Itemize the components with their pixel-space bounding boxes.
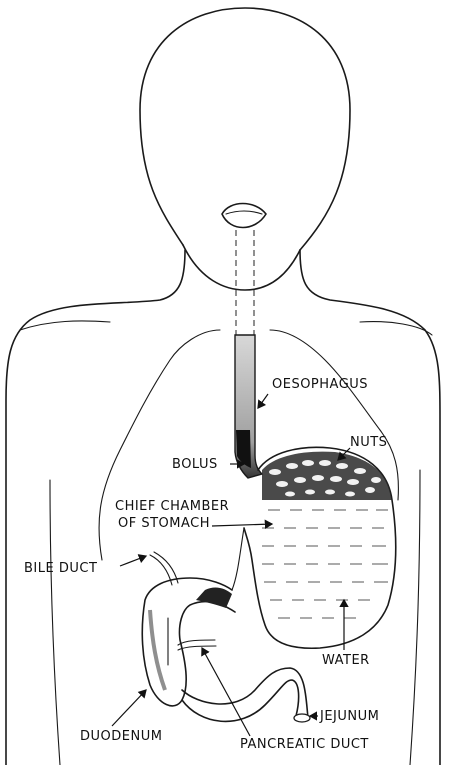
label-nuts: NUTS: [350, 435, 387, 450]
label-oesophagus: OESOPHAGUS: [272, 377, 368, 392]
throat-dashed-lines: [236, 230, 254, 335]
water-dashes: [262, 510, 388, 618]
body-outline: [6, 8, 440, 765]
mouth: [222, 204, 266, 228]
duodenum: [142, 578, 235, 706]
arrow-oesophagus: [258, 394, 268, 408]
label-chief-chamber-1: CHIEF CHAMBER: [115, 499, 229, 514]
jejunum: [182, 668, 310, 722]
label-bile-duct: BILE DUCT: [24, 561, 97, 576]
oesophagus: [235, 335, 262, 478]
label-group: OESOPHAGUS NUTS BOLUS CHIEF CHAMBER OF S…: [24, 377, 387, 752]
stomach: [232, 447, 396, 648]
label-jejunum: JEJUNUM: [319, 709, 379, 724]
label-duodenum: DUODENUM: [80, 729, 162, 744]
label-water: WATER: [322, 653, 370, 668]
arrow-bile-duct: [120, 556, 146, 566]
arrow-chief-chamber: [212, 524, 272, 526]
label-pancreatic-duct: PANCREATIC DUCT: [240, 737, 369, 752]
pancreatic-duct: [168, 618, 216, 665]
label-chief-chamber-2: OF STOMACH: [118, 516, 210, 531]
label-bolus: BOLUS: [172, 457, 218, 472]
arrow-pancreatic-duct: [202, 648, 250, 736]
arrow-duodenum: [112, 690, 146, 726]
